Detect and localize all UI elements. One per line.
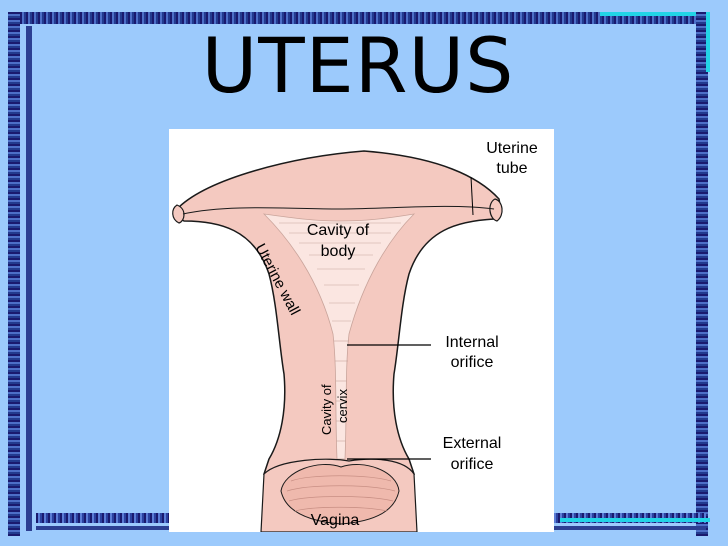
uterine-tube-label-2: tube: [496, 160, 527, 177]
uterine-tube-label-1: Uterine: [486, 140, 538, 157]
internal-orifice-label-1: Internal: [445, 334, 498, 351]
cavity-of-cervix-label-1: Cavity of: [319, 384, 334, 435]
right-tube-end: [490, 199, 502, 221]
slide-border-accent-bottom: [560, 518, 710, 522]
external-orifice-label-2: orifice: [451, 456, 494, 473]
slide-border-accent-top: [600, 12, 710, 16]
cavity-of-cervix-label-2: cervix: [335, 389, 350, 423]
cavity-of-body-label-1: Cavity of: [307, 222, 370, 239]
slide-title: UTERUS: [0, 28, 722, 104]
uterus-diagram: Uterine tube Cavity of body Uterine wall…: [169, 129, 554, 532]
vagina-label: Vagina: [311, 512, 360, 529]
internal-orifice-label-2: orifice: [451, 354, 494, 371]
cavity-of-body-label-2: body: [321, 243, 356, 260]
uterus-illustration: Uterine tube Cavity of body Uterine wall…: [169, 129, 554, 532]
external-orifice-label-1: External: [443, 435, 502, 452]
